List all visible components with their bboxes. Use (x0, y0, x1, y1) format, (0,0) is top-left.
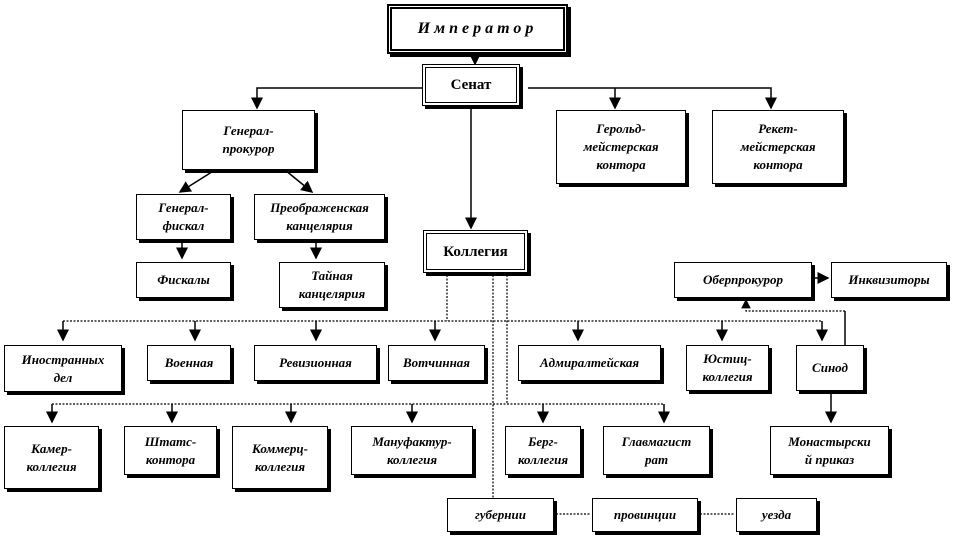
glavmagistrat-box: Главмагист рат (603, 426, 710, 475)
fiscals-box: Фискалы (136, 262, 231, 298)
admiralty-box: Адмиралтейская (518, 345, 661, 381)
collegia-box: Коллегия (423, 230, 528, 273)
senate-box: Сенат (422, 64, 520, 106)
fiscal-general-box: Генерал- фискал (136, 194, 231, 240)
province-box: провинции (592, 498, 698, 532)
foreign-affairs-box: Иностранных дел (4, 345, 122, 392)
manufactory-box: Мануфактур- коллегия (351, 426, 473, 475)
preobrazhensky-office-box: Преображенская канцелярия (254, 194, 385, 240)
justice-box: Юстиц- коллегия (686, 345, 769, 391)
synod-box: Синод (796, 345, 864, 391)
inquisitors-box: Инквизиторы (831, 262, 947, 298)
ober-procurator-box: Обер­прокурор (674, 262, 812, 298)
kamer-box: Камер- коллегия (4, 426, 99, 489)
military-box: Военная (147, 345, 231, 381)
berg-box: Берг- коллегия (505, 426, 581, 475)
guberniya-box: губернии (447, 498, 554, 532)
procurator-general-box: Генерал- прокурор (182, 110, 315, 170)
emperor-box: Император (387, 4, 568, 54)
revision-box: Ревизионная (254, 345, 377, 381)
monastery-box: Монастырски й приказ (770, 426, 889, 475)
shtats-box: Штатс- контора (124, 426, 217, 475)
herald-office-box: Герольд- мейстерская контора (556, 110, 686, 184)
reketmeister-office-box: Рекет- мейстерская контора (712, 110, 844, 184)
commerce-box: Коммерц- коллегия (232, 426, 328, 489)
uezd-box: уезда (736, 498, 817, 532)
secret-chancellery-box: Тайная канцелярия (279, 262, 385, 308)
votchina-box: Вотчинная (388, 345, 485, 381)
